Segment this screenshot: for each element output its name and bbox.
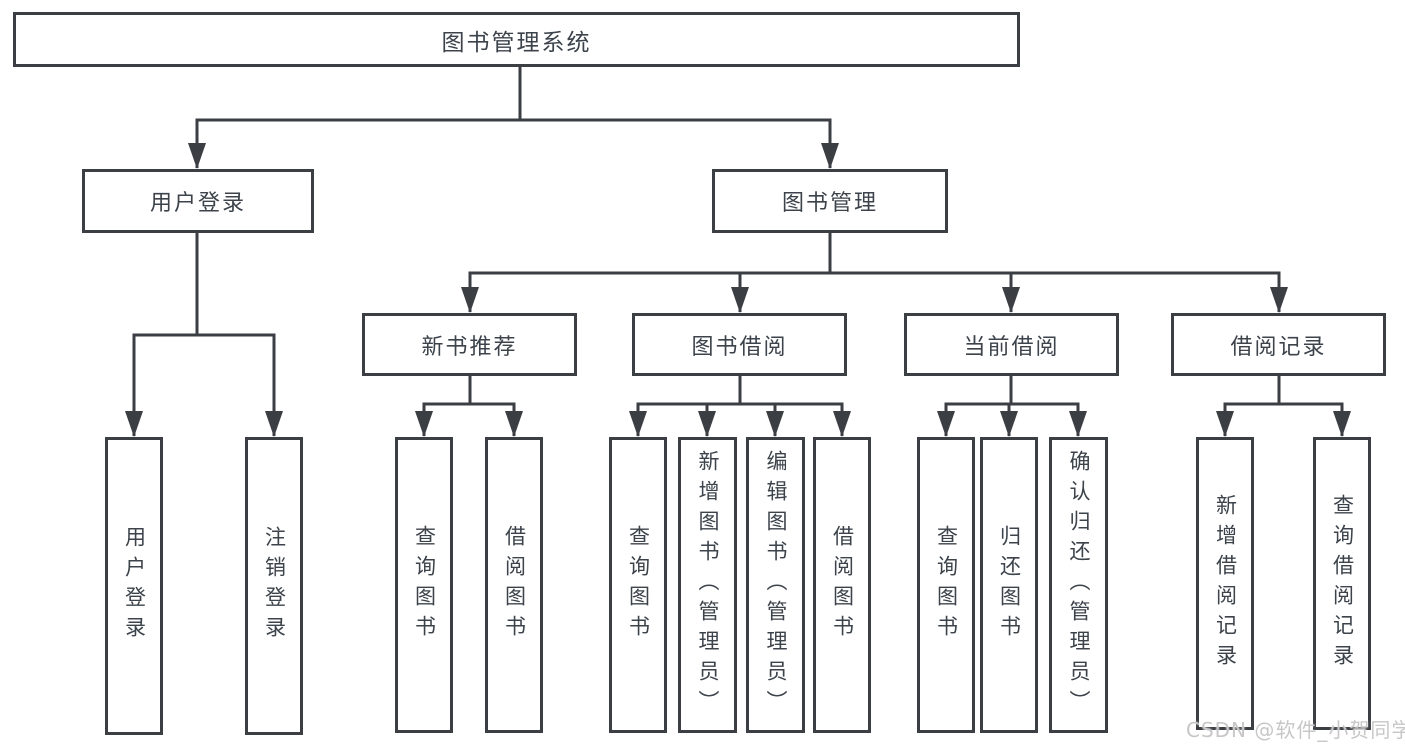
leaf-borrow-books-recommend: 借阅图书 [485,437,543,733]
leaf-confirm-return-admin: 确认归还（管理员） [1049,437,1108,733]
edges-new-book-rec-children [415,376,523,437]
leaf-edit-books-admin: 编辑图书（管理员） [746,437,805,733]
leaf-label: 用户登录 [122,526,147,646]
leaf-label: 确认归还（管理员） [1067,450,1091,720]
node-label: 用户登录 [149,191,246,216]
node-borrowing-records: 借阅记录 [1171,313,1386,376]
node-library-management-system: 图书管理系统 [13,12,1020,67]
leaf-label: 注销登录 [262,526,287,646]
leaf-label: 查询图书 [412,525,437,645]
node-label: 当前借阅 [963,334,1060,360]
node-label: 图书管理 [781,191,878,216]
edges-book-borrow-children [629,376,851,437]
edges-current-borrow-children [937,376,1087,437]
leaf-label: 新增借阅记录 [1213,493,1238,674]
leaf-logout: 注销登录 [245,437,303,735]
leaf-borrow-books-borrow: 借阅图书 [813,437,871,733]
leaf-label: 借阅图书 [830,525,855,645]
node-current-borrowing: 当前借阅 [904,313,1119,376]
leaf-label: 查询借阅记录 [1330,493,1355,674]
leaf-add-books-admin: 新增图书（管理员） [678,437,737,733]
node-user-login: 用户登录 [82,169,314,233]
leaf-label: 借阅图书 [502,525,527,645]
node-label: 图书借阅 [691,334,788,360]
leaf-label: 查询图书 [626,525,651,645]
edges-user-login-children [125,233,283,437]
leaf-label: 新增图书（管理员） [696,450,720,720]
node-label: 图书管理系统 [441,29,592,56]
leaf-query-books-recommend: 查询图书 [395,437,453,733]
leaf-query-borrow-record: 查询借阅记录 [1313,437,1371,730]
node-book-management: 图书管理 [712,169,948,233]
csdn-watermark: CSDN @软件_小贺同学 [1186,718,1405,742]
edges-borrow-records-children [1216,376,1351,437]
leaf-add-borrow-record: 新增借阅记录 [1196,437,1254,730]
node-new-book-recommendation: 新书推荐 [362,313,577,376]
node-label: 借阅记录 [1230,334,1327,360]
leaf-user-login: 用户登录 [105,437,163,735]
edges-root-to-level2 [188,67,839,169]
leaf-label: 编辑图书（管理员） [764,450,788,720]
leaf-return-books: 归还图书 [980,437,1038,733]
leaf-label: 归还图书 [997,525,1022,645]
node-book-borrowing: 图书借阅 [632,313,847,376]
leaf-label: 查询图书 [934,525,959,645]
edges-book-mgmt-children [461,233,1288,313]
leaf-query-books-current: 查询图书 [917,437,975,733]
leaf-query-books-borrow: 查询图书 [609,437,667,733]
node-label: 新书推荐 [421,334,518,360]
